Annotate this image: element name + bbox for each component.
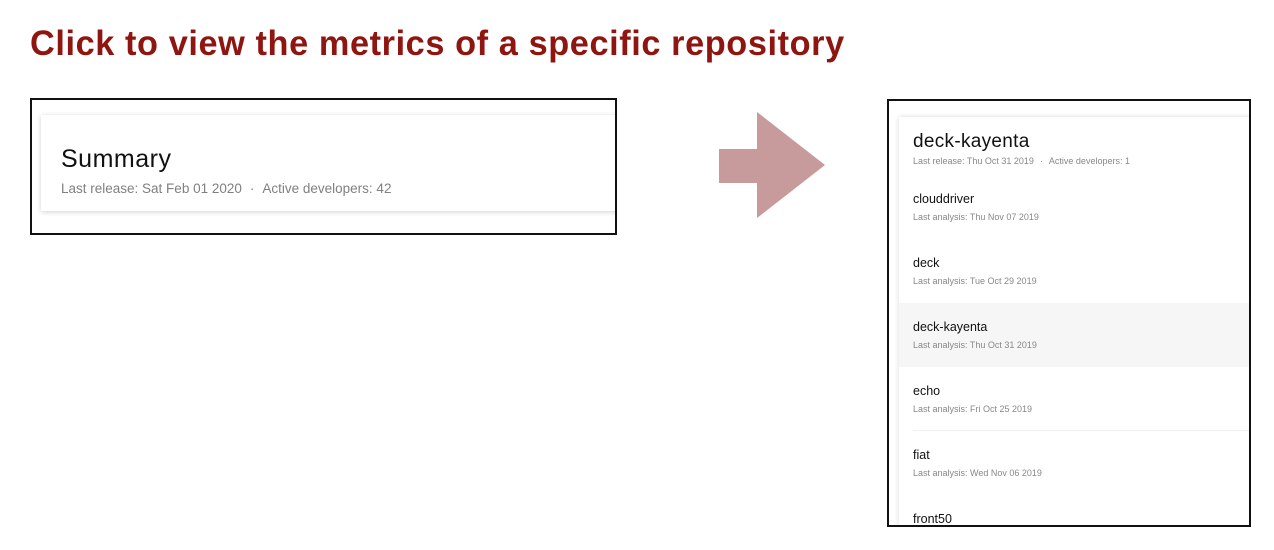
repository-item-clouddriver[interactable]: clouddriver Last analysis: Thu Nov 07 20… bbox=[899, 175, 1249, 239]
repository-item-deck-kayenta[interactable]: deck-kayenta Last analysis: Thu Oct 31 2… bbox=[899, 303, 1249, 367]
last-analysis: Last analysis: Wed Nov 06 2019 bbox=[913, 468, 1042, 478]
separator-dot: · bbox=[249, 181, 255, 196]
summary-screenshot-frame: Summary Last release: Sat Feb 01 2020 · Ac… bbox=[30, 98, 617, 235]
repository-title: deck-kayenta bbox=[913, 131, 1030, 152]
last-release: Last release: Thu Oct 31 2019 bbox=[913, 156, 1034, 166]
repository-item-front50[interactable]: front50 bbox=[899, 495, 1249, 526]
repository-header: deck-kayenta Last release: Thu Oct 31 20… bbox=[913, 131, 1130, 166]
repository-name: echo bbox=[913, 384, 941, 398]
repository-panel: deck-kayenta Last release: Thu Oct 31 20… bbox=[899, 117, 1249, 526]
last-analysis: Last analysis: Tue Oct 29 2019 bbox=[913, 276, 1037, 286]
last-analysis: Last analysis: Thu Oct 31 2019 bbox=[913, 340, 1037, 350]
repository-name: front50 bbox=[913, 512, 952, 526]
repository-name: deck-kayenta bbox=[913, 320, 988, 334]
repository-name: clouddriver bbox=[913, 192, 975, 206]
repository-item-echo[interactable]: echo Last analysis: Fri Oct 25 2019 bbox=[899, 367, 1249, 431]
repository-item-deck[interactable]: deck Last analysis: Tue Oct 29 2019 bbox=[899, 239, 1249, 303]
repository-subtitle: Last release: Thu Oct 31 2019 · Active dev… bbox=[913, 156, 1130, 166]
last-analysis: Last analysis: Thu Nov 07 2019 bbox=[913, 212, 1039, 222]
repository-item-fiat[interactable]: fiat Last analysis: Wed Nov 06 2019 bbox=[899, 431, 1249, 495]
active-developers: Active developers: 42 bbox=[262, 181, 392, 196]
repository-name: fiat bbox=[913, 448, 930, 462]
repository-list: clouddriver Last analysis: Thu Nov 07 20… bbox=[899, 175, 1249, 526]
last-analysis: Last analysis: Fri Oct 25 2019 bbox=[913, 404, 1033, 414]
separator-dot: · bbox=[1039, 156, 1043, 166]
summary-subtitle: Last release: Sat Feb 01 2020 · Active dev… bbox=[61, 181, 391, 196]
summary-title: Summary bbox=[61, 145, 172, 173]
arrow-right-icon bbox=[719, 112, 825, 218]
active-developers: Active developers: 1 bbox=[1048, 156, 1130, 166]
repository-screenshot-frame: deck-kayenta Last release: Thu Oct 31 20… bbox=[887, 99, 1251, 527]
summary-card[interactable]: Summary Last release: Sat Feb 01 2020 · Ac… bbox=[41, 115, 615, 211]
page-title: Click to view the metrics of a specific … bbox=[30, 24, 845, 63]
repository-name: deck bbox=[913, 256, 940, 270]
last-release: Last release: Sat Feb 01 2020 bbox=[61, 181, 242, 196]
